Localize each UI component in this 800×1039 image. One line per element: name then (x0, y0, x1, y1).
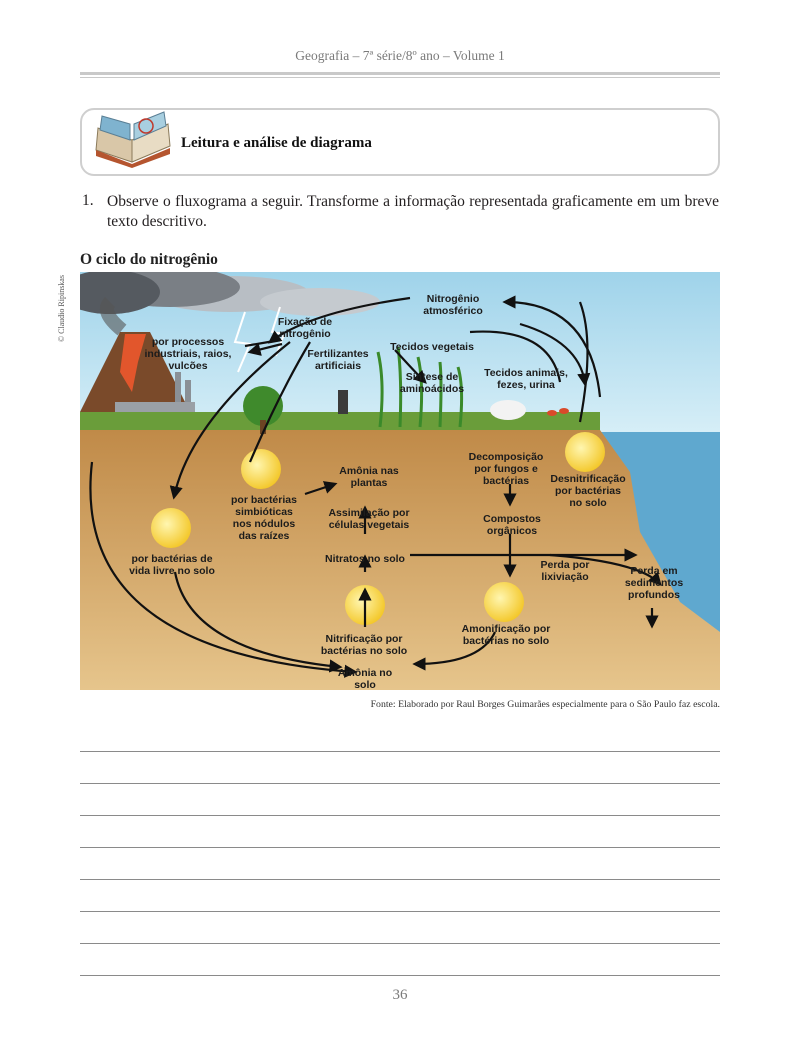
page-number: 36 (392, 987, 408, 1003)
label-amon-pl-1: Amônia nas (339, 465, 399, 477)
label-nitri-1: Nitrificação por (325, 633, 402, 645)
farmer (338, 390, 348, 414)
answer-line (80, 751, 720, 752)
answer-line (80, 943, 720, 944)
label-desn-3: no solo (569, 497, 606, 509)
grass (80, 412, 600, 432)
diagram-title: O ciclo do nitrogênio (80, 251, 218, 268)
label-simb-4: das raízes (239, 530, 290, 542)
header-rule-thin (80, 77, 720, 78)
label-decomp-1: Decomposição (469, 451, 544, 463)
label-assim-2: células vegetais (329, 519, 410, 531)
header-rule (80, 72, 720, 75)
bacteria-nodule-ball (241, 449, 281, 489)
bacteria-free-ball (151, 508, 191, 548)
answer-line (80, 975, 720, 976)
label-assim-1: Assimilação por (328, 507, 409, 519)
label-comp-1: Compostos (483, 513, 541, 525)
label-perda-l-1: Perda por (540, 559, 589, 571)
label-fix-1: Fixação de (278, 316, 332, 328)
label-livre-1: por bactérias de (131, 553, 212, 565)
label-tec-veg: Tecidos vegetais (390, 341, 474, 353)
section-box (80, 108, 720, 176)
question-number: 1. (82, 192, 94, 209)
label-atm-1: Nitrogênio (427, 293, 480, 305)
answer-line (80, 847, 720, 848)
label-perda-s-3: profundos (628, 589, 680, 601)
label-proc-1: por processos (152, 336, 225, 348)
sheep (490, 400, 526, 420)
label-nitri-2: bactérias no solo (321, 645, 407, 657)
label-perda-s-1: Perda em (630, 565, 677, 577)
label-fix-2: nitrogênio (279, 328, 330, 340)
ammonification-ball (484, 582, 524, 622)
label-livre-2: vida livre no solo (129, 565, 215, 577)
question-text: Observe o fluxograma a seguir. Transform… (107, 193, 719, 230)
denitrification-ball (565, 432, 605, 472)
label-proc-3: vulcões (168, 360, 207, 372)
nitrogen-cycle-diagram: Nitrogênio atmosférico Fixação de nitrog… (80, 272, 720, 690)
label-fert-1: Fertilizantes (307, 348, 368, 360)
label-sint-1: Síntese de (406, 371, 459, 383)
answer-line (80, 815, 720, 816)
label-tec-an-2: fezes, urina (497, 379, 555, 391)
label-desn-2: por bactérias (555, 485, 621, 497)
answer-line (80, 879, 720, 880)
label-amon-solo-1: Amônia no (338, 667, 392, 679)
label-decomp-2: por fungos e (474, 463, 538, 475)
running-header: Geografia – 7ª série/8º ano – Volume 1 (295, 48, 505, 63)
label-desn-1: Desnitrificação (550, 473, 625, 485)
answer-line (80, 911, 720, 912)
label-perda-s-2: sedimentos (625, 577, 684, 589)
diagram-source: Fonte: Elaborado por Raul Borges Guimarã… (370, 699, 720, 710)
label-tec-an-1: Tecidos animais, (484, 367, 568, 379)
label-nitratos: Nitratos no solo (325, 553, 405, 565)
label-simb-3: nos nódulos (233, 518, 296, 530)
label-amonif-2: bactérias no solo (463, 635, 549, 647)
answer-line (80, 783, 720, 784)
label-atm-2: atmosférico (423, 305, 483, 317)
open-book-icon (95, 111, 171, 168)
label-proc-2: industriais, raios, (145, 348, 232, 360)
label-perda-l-2: lixiviação (541, 571, 588, 583)
label-sint-2: aminoácidos (400, 383, 464, 395)
label-simb-2: simbióticas (235, 506, 293, 518)
section-title: Leitura e análise de diagrama (181, 135, 372, 151)
label-amon-solo-2: solo (354, 679, 376, 690)
label-fert-2: artificiais (315, 360, 361, 372)
label-decomp-3: bactérias (483, 475, 529, 487)
label-amonif-1: Amonificação por (462, 623, 551, 635)
label-amon-pl-2: plantas (351, 477, 388, 489)
label-simb-1: por bactérias (231, 494, 297, 506)
label-comp-2: orgânicos (487, 525, 537, 537)
soil (80, 430, 720, 690)
